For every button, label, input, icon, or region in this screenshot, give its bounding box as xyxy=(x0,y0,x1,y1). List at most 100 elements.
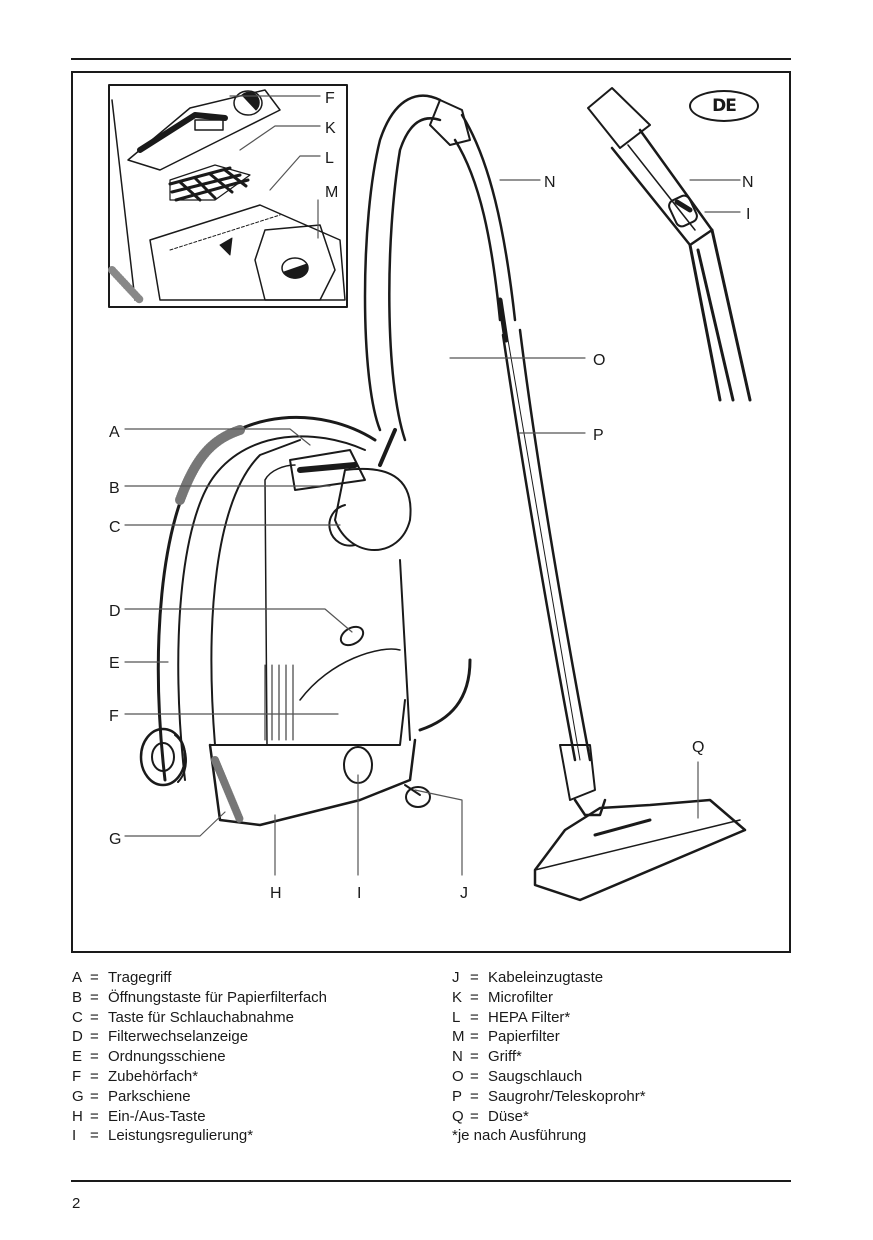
legend-item: K = Microfilter xyxy=(452,988,646,1008)
legend-equals: = xyxy=(470,1048,479,1066)
legend-key: F xyxy=(72,1067,82,1085)
legend-key: P xyxy=(452,1087,463,1105)
callout-o: O xyxy=(593,352,606,369)
callout-i: I xyxy=(357,885,362,902)
legend-item: A = Tragegriff xyxy=(72,968,327,988)
legend-text: Öffnungstaste für Papierfilterfach xyxy=(108,988,328,1006)
legend-equals: = xyxy=(90,1067,99,1085)
callout-handle-n: N xyxy=(742,174,754,191)
callout-g: G xyxy=(109,831,122,848)
callout-b: B xyxy=(109,480,120,497)
legend-item: L = HEPA Filter* xyxy=(452,1008,646,1028)
legend-equals: = xyxy=(470,1087,479,1105)
legend-text: Saugschlauch xyxy=(488,1067,583,1085)
legend-text: Zubehörfach* xyxy=(108,1067,199,1085)
legend-key: H xyxy=(72,1107,83,1125)
legend-text: Tragegriff xyxy=(108,969,172,986)
legend-key: A xyxy=(72,969,83,986)
legend-item: J = Kabeleinzugtaste xyxy=(452,968,646,988)
legend-equals: = xyxy=(90,1107,99,1125)
legend-key: K xyxy=(452,988,463,1006)
legend-equals: = xyxy=(470,1107,479,1125)
legend-item: G = Parkschiene xyxy=(72,1087,327,1107)
legend-equals: = xyxy=(90,1028,99,1046)
callout-inset-f: F xyxy=(325,90,335,107)
legend-key: M xyxy=(452,1028,465,1046)
legend-key: D xyxy=(72,1028,83,1046)
legend-item: N = Griff* xyxy=(452,1047,646,1067)
legend-text: Ein-/Aus-Taste xyxy=(108,1107,206,1125)
legend-equals: = xyxy=(470,1067,479,1085)
callout-c: C xyxy=(109,519,121,536)
callout-p: P xyxy=(593,427,604,444)
telescopic-tube-drawing xyxy=(501,328,596,801)
legend-equals: = xyxy=(470,1008,479,1026)
legend-item: D = Filterwechselanzeige xyxy=(72,1027,327,1047)
callout-handle-i: I xyxy=(746,206,751,223)
legend-item: E = Ordnungsschiene xyxy=(72,1047,327,1067)
legend-text: Parkschiene xyxy=(108,1087,191,1105)
legend-item: B = Öffnungstaste für Papierfilterfach xyxy=(72,988,327,1008)
page-number: 2 xyxy=(72,1195,81,1212)
legend-equals: = xyxy=(90,1127,99,1145)
legend-text: Filterwechselanzeige xyxy=(108,1028,249,1046)
vacuum-body-drawing xyxy=(139,416,472,827)
legend-equals: = xyxy=(470,1028,479,1046)
legend-key: L xyxy=(452,1008,461,1026)
legend-item: H = Ein-/Aus-Taste xyxy=(72,1107,327,1127)
footnote-text: *je nach Ausführung xyxy=(452,1127,587,1145)
legend-equals: = xyxy=(90,969,99,986)
callout-inset-l: L xyxy=(325,150,334,167)
legend-key: J xyxy=(452,969,460,986)
legend-equals: = xyxy=(90,1008,99,1026)
legend-item: O = Saugschlauch xyxy=(452,1067,646,1087)
legend-equals: = xyxy=(470,969,479,986)
hose-drawing xyxy=(363,94,517,442)
legend-key: Q xyxy=(452,1107,464,1125)
legend-key: E xyxy=(72,1048,83,1066)
legend-key: G xyxy=(72,1087,84,1105)
legend-text: HEPA Filter* xyxy=(488,1008,571,1026)
legend-text: Griff* xyxy=(488,1048,522,1066)
callout-f: F xyxy=(109,708,119,725)
callout-q: Q xyxy=(692,739,705,756)
illustration-frame: F K L M A B C D E F G H I J N O P Q N I xyxy=(71,71,791,953)
legend-item: P=Saugrohr/Teleskoprohr* xyxy=(452,1087,646,1107)
legend-text: Kabeleinzugtaste xyxy=(488,969,604,986)
legend-right-column: J = Kabeleinzugtaste K = Microfilter L = HEPA … xyxy=(452,968,646,1146)
legend-key: O xyxy=(452,1067,464,1085)
legend-text: Ordnungsschiene xyxy=(108,1048,226,1066)
callout-e: E xyxy=(109,655,120,672)
legend-text: Leistungsregulierung* xyxy=(108,1127,254,1145)
legend-key: N xyxy=(452,1048,463,1066)
legend-footnote: *je nach Ausführung xyxy=(452,1126,646,1146)
callout-leader-lines xyxy=(124,95,741,876)
legend-equals: = xyxy=(90,1087,99,1105)
legend-item: M=Papierfilter xyxy=(452,1027,646,1047)
legend-left-column: A = Tragegriff B = Öffnungstaste für Papierf… xyxy=(72,968,327,1146)
legend-item: Q=Düse* xyxy=(452,1107,646,1127)
filter-compartment-inset xyxy=(108,84,348,308)
legend-equals: = xyxy=(90,988,99,1006)
callout-inset-m: M xyxy=(325,184,339,201)
legend-item: C = Taste für Schlauchabnahme xyxy=(72,1008,327,1028)
legend-item: F = Zubehörfach* xyxy=(72,1067,327,1087)
legend-key: I xyxy=(72,1127,77,1145)
callout-h: H xyxy=(270,885,282,902)
legend-equals: = xyxy=(470,988,479,1006)
callout-d: D xyxy=(109,603,121,620)
header-rule xyxy=(71,58,791,60)
callout-n: N xyxy=(544,174,556,191)
handle-detail-drawing xyxy=(587,87,752,402)
legend-key: C xyxy=(72,1008,83,1026)
callout-j: J xyxy=(460,885,468,902)
callout-a: A xyxy=(109,424,120,441)
language-badge: DE xyxy=(689,90,759,122)
legend-key: B xyxy=(72,988,83,1006)
legend-equals: = xyxy=(90,1048,99,1066)
legend-text: Taste für Schlauchabnahme xyxy=(108,1008,294,1026)
legend-item: I = Leistungsregulierung* xyxy=(72,1126,327,1146)
floor-nozzle-drawing xyxy=(533,798,747,902)
legend-text: Microfilter xyxy=(488,988,554,1006)
